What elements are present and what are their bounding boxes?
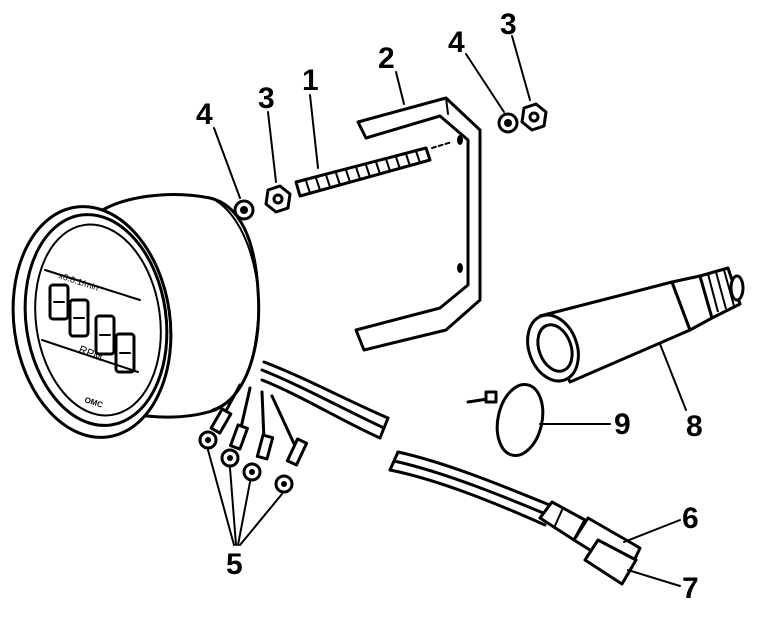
- callout-9: 9: [614, 408, 631, 441]
- terminal-leads: [198, 383, 309, 546]
- digital-display: [48, 283, 136, 374]
- leader-line-6: [623, 519, 681, 543]
- callout-4-right: 4: [448, 26, 465, 59]
- boot-tip: [729, 274, 745, 302]
- callout-4-left: 4: [196, 98, 213, 131]
- callout-2: 2: [378, 42, 395, 75]
- leader-line: [237, 481, 251, 546]
- lead-wire: [260, 390, 266, 442]
- callout-5: 5: [226, 548, 243, 581]
- display-digit: [114, 332, 136, 374]
- bracket-hole: [457, 263, 463, 273]
- harness-wire: [262, 360, 390, 420]
- ring-terminal: [274, 437, 309, 494]
- mounting-bracket: [354, 96, 482, 352]
- leader-line-8: [659, 343, 687, 411]
- washer-left: [233, 199, 255, 221]
- lead-wire: [270, 394, 298, 450]
- gauge-bezel-inner-ring: [23, 213, 169, 427]
- callout-7: 7: [682, 572, 699, 605]
- harness-wire: [396, 450, 554, 508]
- callout-3-right: 3: [500, 8, 517, 41]
- connector-end: [583, 538, 638, 586]
- gauge-bezel: [11, 205, 173, 439]
- glare-line: [44, 269, 141, 301]
- harness-wire: [260, 368, 386, 430]
- leader-line-1: [309, 94, 319, 169]
- alignment-line: [431, 141, 453, 149]
- leader-lines: [213, 35, 687, 587]
- leader-line-3-left: [267, 111, 277, 183]
- callout-3-left: 3: [258, 82, 275, 115]
- leader-line-4-left: [213, 127, 241, 199]
- leader-line: [207, 449, 235, 546]
- connector-ridge: [553, 509, 563, 529]
- bracket-hole: [457, 135, 463, 145]
- callout-8: 8: [686, 410, 703, 443]
- tachometer-gauge: x6.6.1/min RPM OMC: [11, 193, 261, 439]
- bracket-edge: [445, 97, 449, 115]
- leader-line-4-right: [465, 53, 505, 113]
- display-digit: [94, 314, 116, 356]
- tie-strap: [466, 382, 545, 458]
- ring-terminal: [198, 407, 233, 450]
- leader-line: [229, 467, 237, 546]
- gauge-face: [34, 223, 162, 417]
- leader-line-2: [395, 71, 405, 105]
- nut-right: [520, 102, 548, 132]
- boot-opening-inner: [536, 323, 574, 373]
- bracket-body: [354, 96, 482, 352]
- leader-line-7: [627, 569, 681, 587]
- mounting-stud: [294, 146, 432, 198]
- callout-1: 1: [302, 64, 319, 97]
- wire-harness: [260, 360, 554, 527]
- leader-line-3-right: [511, 35, 531, 101]
- display-digit: [48, 283, 70, 321]
- rubber-boot: [526, 266, 745, 384]
- strap-buckle: [484, 390, 498, 404]
- display-digit: [68, 298, 90, 338]
- callout-6: 6: [682, 502, 699, 535]
- nut-left: [264, 184, 292, 214]
- callout-labels: 1 2 3 3 4 4 5 6 7 8 9: [196, 8, 703, 605]
- harness-connector: [538, 500, 642, 586]
- strap-loop: [495, 382, 545, 458]
- harness-wire: [388, 468, 547, 527]
- washer-right: [497, 112, 519, 134]
- glare-line: [41, 339, 139, 373]
- ring-terminal: [220, 423, 249, 468]
- ring-terminal: [242, 433, 275, 482]
- harness-wire: [260, 378, 382, 440]
- harness-wire: [392, 459, 550, 517]
- leader-line: [239, 493, 283, 546]
- lead-wire: [238, 386, 252, 434]
- harness-break-end: [378, 416, 390, 440]
